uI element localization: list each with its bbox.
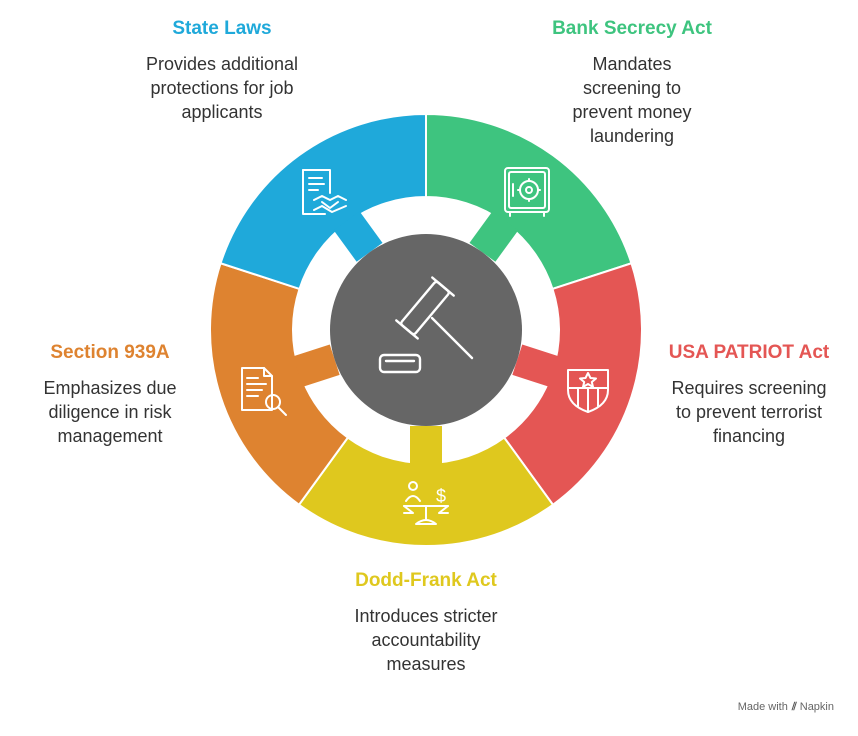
segment-usa-patriot-act — [502, 261, 643, 507]
napkin-logo-icon: ⫽ — [791, 701, 797, 713]
label-usa-patriot-act: USA PATRIOT Act Requires screening to pr… — [604, 342, 858, 448]
label-dodd-frank-act: Dodd-Frank Act Introduces stricter accou… — [286, 570, 566, 676]
napkin-watermark: Made with⫽Napkin — [738, 701, 834, 714]
segment-title: Section 939A — [50, 342, 170, 363]
contract-handshake-icon — [302, 169, 347, 215]
shield-star-icon — [567, 369, 609, 413]
segment-title: USA PATRIOT Act — [668, 342, 830, 363]
safe-icon — [504, 167, 550, 217]
watermark-brand: Napkin — [799, 701, 834, 713]
watermark-prefix: Made with — [737, 701, 788, 713]
segment-description: Introduces stricter accountability measu… — [354, 606, 498, 674]
segment-title: Dodd-Frank Act — [355, 570, 497, 591]
label-bank-secrecy-act: Bank Secrecy Act Mandates screening to p… — [472, 18, 792, 148]
center-circle — [330, 234, 522, 426]
segment-state-laws — [219, 112, 427, 291]
segment-title: State Laws — [172, 18, 272, 39]
svg-text:$: $ — [436, 486, 446, 506]
segment-description: Requires screening to prevent terrorist … — [671, 378, 827, 446]
segment-dodd-frank-act — [297, 436, 555, 547]
gavel-icon — [378, 276, 474, 374]
segment-title: Bank Secrecy Act — [552, 18, 712, 39]
connector-bank-secrecy-act — [469, 211, 519, 262]
wheel-segments — [209, 112, 643, 547]
connector-section-939a — [292, 344, 340, 387]
segment-description: Emphasizes due diligence in risk managem… — [43, 378, 177, 446]
segment-section-939a — [209, 261, 350, 507]
connector-state-laws — [333, 211, 383, 262]
segment-description: Mandates screening to prevent money laun… — [572, 54, 692, 146]
connector-usa-patriot-act — [512, 344, 560, 387]
label-state-laws: State Laws Provides additional protectio… — [112, 18, 332, 124]
segment-description: Provides additional protections for job … — [145, 54, 299, 122]
label-section-939a: Section 939A Emphasizes due diligence in… — [8, 342, 212, 448]
connector-dodd-frank-act — [410, 426, 442, 465]
document-search-icon — [241, 367, 287, 416]
balance-scale-icon: $ — [403, 481, 449, 525]
